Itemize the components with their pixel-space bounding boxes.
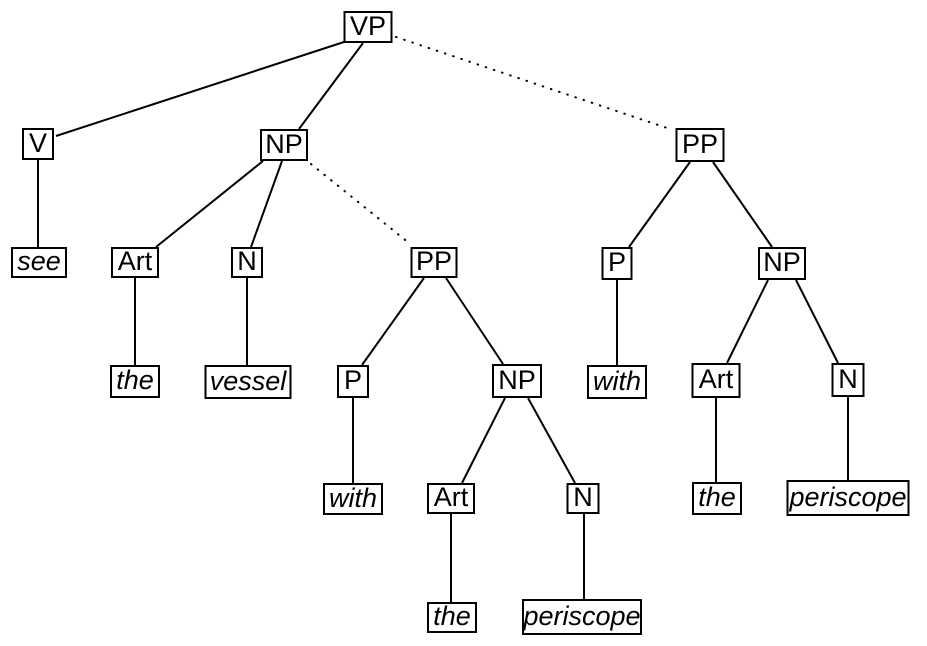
node-periscope-np-attach: periscope [522,599,642,635]
node-the-object: the [110,365,160,398]
edge-pp-mid-to-p [361,277,425,366]
node-with-np-attach: with [323,483,383,515]
node-the-np-attach: the [427,602,477,633]
node-with-vp-attach: with [587,365,647,399]
node-p-vp-attach: P [601,247,633,280]
edge-pp-right-to-np [712,161,773,248]
edge-vp-to-v [55,40,348,137]
edge-np-to-art [155,160,264,248]
node-v: V [22,128,54,160]
edge-np-mid-to-art [461,397,506,484]
node-n-object: N [231,247,263,278]
edge-pp-right-to-p [628,161,691,248]
node-n-np-attach: N [566,483,600,514]
node-art-np-attach: Art [427,483,475,514]
edge-np-right-to-n [795,279,839,364]
node-p-np-attach: P [337,365,369,398]
node-vp-root: VP [343,11,393,43]
edge-vp-to-pp [395,36,674,131]
node-the-vp-attach: the [692,482,742,515]
edge-np-right-to-art [726,279,769,364]
node-see: see [11,247,67,278]
edge-np-mid-to-n [527,397,576,484]
node-np-np-attach: NP [492,364,542,398]
node-pp-vp-attach: PP [675,128,725,162]
edge-vp-to-np [298,42,364,130]
edge-pp-mid-to-np [445,277,504,365]
node-periscope-vp-attach: periscope [786,480,910,516]
node-art-object: Art [111,247,159,278]
node-vessel: vessel [204,365,292,399]
edge-np-to-n [250,160,283,248]
node-n-vp-attach: N [831,363,865,397]
node-pp-np-attach: PP [410,247,458,278]
node-art-vp-attach: Art [691,363,741,398]
node-np-vp-attach: NP [758,247,806,280]
node-np-object: NP [260,129,308,161]
